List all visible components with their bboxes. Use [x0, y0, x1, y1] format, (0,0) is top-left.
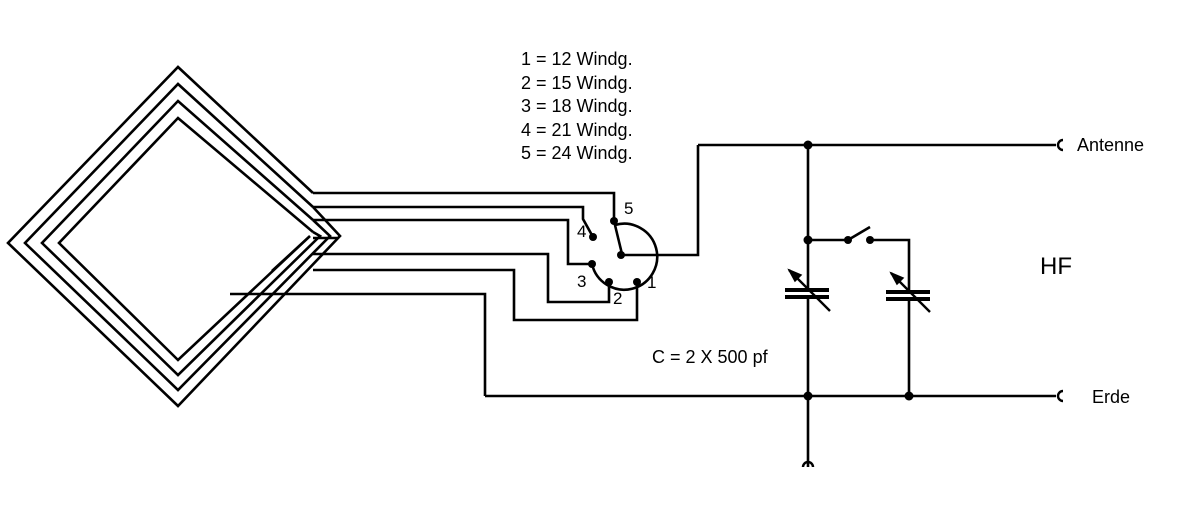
rotary-switch — [590, 145, 700, 291]
junction-dots — [588, 140, 914, 401]
switch-pin-label: 4 — [577, 222, 587, 241]
hf-label: HF — [1040, 253, 1072, 280]
circuit-wires — [485, 143, 1056, 467]
antenna-terminal — [1056, 138, 1064, 152]
coil-tap-wires — [230, 191, 639, 396]
legend-item: 3 = 18 Windg. — [521, 96, 633, 116]
legend-item: 1 = 12 Windg. — [521, 49, 633, 69]
legend-item: 2 = 15 Windg. — [521, 72, 633, 93]
earth-terminal — [1056, 389, 1064, 403]
switch-pin-label: 5 — [624, 199, 634, 218]
variable-capacitor-2 — [886, 271, 931, 313]
antenna-label: Antenne — [1077, 135, 1145, 155]
switch-pin-label: 2 — [613, 289, 623, 308]
capacitor-label: C = 2 X 500 pf — [652, 347, 768, 367]
capacitor-switch — [847, 225, 871, 242]
legend-item: 4 = 21 Windg. — [521, 119, 633, 140]
variable-capacitor-1 — [785, 268, 831, 312]
loop-antenna-coil — [6, 65, 342, 408]
switch-pin-label: 3 — [577, 272, 587, 291]
legend-item: 5 = 24 Windg. — [521, 143, 633, 163]
bottom-terminal — [801, 460, 815, 468]
earth-label: Erde — [1092, 387, 1131, 407]
winding-legend: 1 = 12 Windg. 2 = 15 Windg. 3 = 18 Windg… — [521, 50, 633, 168]
switch-pin-label: 1 — [647, 273, 657, 292]
